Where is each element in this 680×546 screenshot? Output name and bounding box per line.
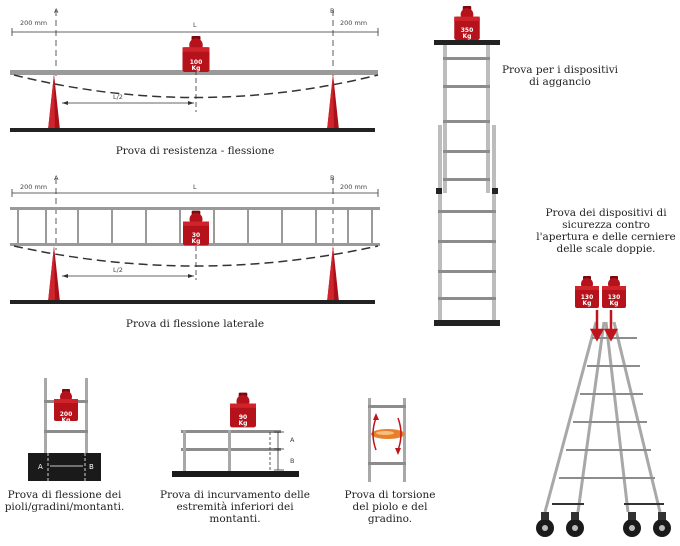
dim-half-2: L/2: [113, 266, 123, 274]
weight-unit: Kg: [610, 300, 619, 307]
weight-unit: Kg: [192, 238, 201, 245]
dim-span-2: L: [193, 183, 197, 191]
caption-lateral-bending: Prova di flessione laterale: [125, 318, 265, 330]
wheel-icon: [536, 512, 671, 537]
weight-unit: Kg: [583, 300, 592, 307]
weight-value: 200: [60, 411, 73, 418]
dim-a-1: A: [54, 7, 59, 15]
caption-bending-test: Prova di resistenza - flessione: [115, 145, 275, 157]
diagram-lateral-bending: 200 mm 200 mm L A B L/2 30: [10, 174, 380, 304]
ladder-beam: [10, 70, 378, 75]
dim-b-2: B: [330, 174, 334, 182]
diagram-torsion: [368, 398, 406, 482]
weight-value: 130: [581, 294, 594, 301]
dim-b-1: B: [330, 7, 334, 15]
diagram-hook-test: 350 Kg: [434, 6, 500, 326]
diagram-bending-test: 200 mm 200 mm L A B L/2 100 Kg: [10, 7, 379, 132]
weight-unit: Kg: [463, 33, 472, 40]
weight-value: 100: [190, 59, 203, 66]
dim-a-2: A: [54, 174, 59, 182]
rotation-arrow-icon: [372, 417, 402, 451]
support-right: [327, 74, 339, 130]
dim-half-1: L/2: [113, 93, 123, 101]
weight-value: 130: [608, 294, 621, 301]
diagram-rung-bending: A B 200 Kg: [28, 378, 101, 482]
caption-torsion: Prova di torsione del piolo e del gradin…: [344, 489, 436, 525]
dim-b-5: B: [89, 463, 94, 471]
dim-b-6: B: [290, 457, 294, 465]
diagram-end-bending: A B 90 Kg: [172, 392, 299, 477]
weight-value: 350: [461, 27, 474, 34]
arrow-down-icon: [589, 310, 619, 342]
caption-double-ladder: Prova dei dispositivi di sicurezza contr…: [536, 207, 676, 255]
caption-rung-bending: Prova di flessione dei pioli/gradini/mon…: [4, 489, 125, 513]
dim-left-2: 200 mm: [20, 183, 47, 191]
weight-value: 30: [192, 232, 200, 239]
weight-unit: Kg: [192, 65, 201, 72]
weight-unit: Kg: [62, 417, 71, 424]
caption-end-bending: Prova di incurvamento delle estremità in…: [160, 489, 311, 525]
weight-unit: Kg: [239, 420, 248, 427]
diagram-double-ladder: 130 Kg 130 Kg: [536, 276, 671, 537]
caption-hook-test: Prova per i dispositivi di aggancio: [501, 64, 619, 88]
dim-right-1: 200 mm: [340, 19, 367, 27]
dim-a-6: A: [290, 436, 295, 444]
dim-span-1: L: [193, 21, 197, 29]
dim-left-1: 200 mm: [20, 19, 47, 27]
dim-right-2: 200 mm: [340, 183, 367, 191]
weight-value: 90: [239, 414, 247, 421]
dim-a-5: A: [38, 463, 43, 471]
